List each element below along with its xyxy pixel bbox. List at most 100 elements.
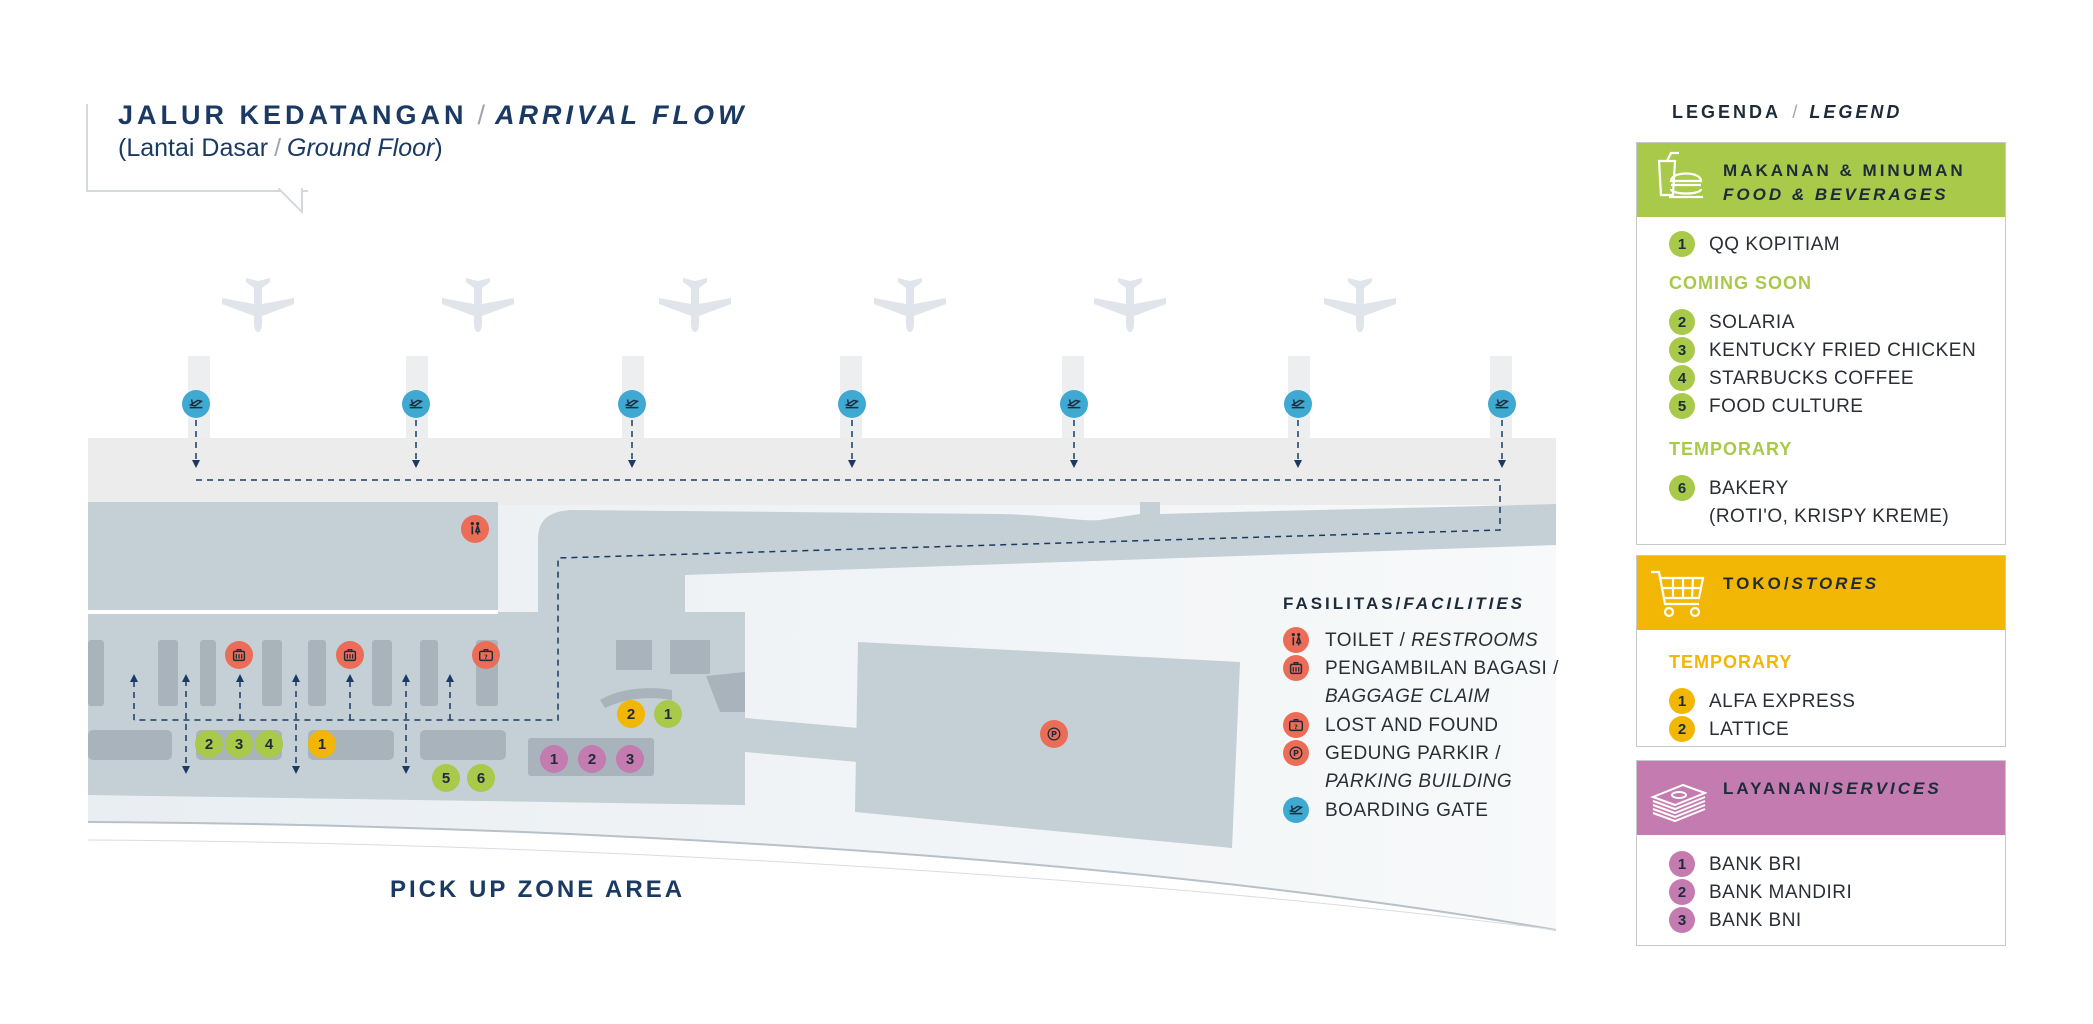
- terminal-west-block: [88, 502, 498, 612]
- legend-item[interactable]: 1 BANK BRI: [1669, 851, 1802, 879]
- food-number-badge: 1: [1669, 231, 1695, 257]
- legend-item-name: SOLARIA: [1709, 312, 1795, 333]
- pickup-zone-label: PICK UP ZONE AREA: [390, 876, 686, 903]
- arrival-flow-path: [133, 420, 1503, 768]
- legend-item-name: BANK BNI: [1709, 910, 1802, 931]
- airplanes: [222, 278, 1396, 332]
- restroom-icon: [1283, 627, 1309, 653]
- facility-item-parking: P GEDUNG PARKIR /PARKING BUILDING: [1283, 740, 1512, 796]
- food-marker[interactable]: 3: [225, 730, 253, 758]
- service-marker[interactable]: 1: [540, 745, 568, 773]
- pickup-road-line-inner: [87, 839, 1557, 931]
- legend-panel-stores: TOKO/STORES TEMPORARY 1 ALFA EXPRESS 2 L…: [1636, 555, 2006, 747]
- legend-food-title-english: FOOD & BEVERAGES: [1723, 185, 1949, 204]
- legend-food-title: MAKANAN & MINUMAN: [1723, 161, 1966, 180]
- airplane-icon: [874, 278, 946, 332]
- facility-item-lost-and-found: ? LOST AND FOUND: [1283, 712, 1498, 740]
- legend-panel-food: MAKANAN & MINUMAN FOOD & BEVERAGES 1 QQ …: [1636, 142, 2006, 545]
- legend-title-english: LEGEND: [1809, 102, 1903, 122]
- facility-label: PENGAMBILAN BAGASI /: [1325, 658, 1559, 679]
- legend-services-title: LAYANAN/SERVICES: [1723, 779, 1942, 798]
- svg-text:?: ?: [484, 654, 488, 661]
- legend-item[interactable]: 1 QQ KOPITIAM: [1669, 231, 1840, 259]
- temporary-label: TEMPORARY: [1669, 652, 1793, 672]
- temporary-label: TEMPORARY: [1669, 439, 1793, 459]
- store-number-badge: 2: [1669, 716, 1695, 742]
- facility-label-english: PARKING BUILDING: [1325, 771, 1513, 792]
- legend-item[interactable]: 2 LATTICE: [1669, 716, 1789, 744]
- food-number-badge: 5: [1669, 393, 1695, 419]
- parking-icon: P: [1040, 720, 1068, 748]
- title-english: ARRIVAL FLOW: [495, 100, 748, 130]
- legend-item-name: QQ KOPITIAM: [1709, 234, 1841, 255]
- legend-item-name: KENTUCKY FRIED CHICKEN: [1709, 340, 1977, 361]
- food-beverage-icon: [1657, 151, 1703, 199]
- facilities-title-indonesian: FASILITAS: [1283, 594, 1396, 613]
- legend-item-name: BAKERY: [1709, 478, 1789, 499]
- facility-label-english: BAGGAGE CLAIM: [1325, 686, 1490, 707]
- food-marker[interactable]: 1: [654, 700, 682, 728]
- title-indonesian: JALUR KEDATANGAN: [118, 100, 468, 130]
- service-number-badge: 3: [1669, 907, 1695, 933]
- facility-label: TOILET /: [1325, 630, 1412, 651]
- restroom-icon: [461, 515, 489, 543]
- page-title: JALUR KEDATANGAN / ARRIVAL FLOW: [118, 100, 748, 131]
- food-marker[interactable]: 2: [195, 730, 223, 758]
- legend-title: LEGENDA / LEGEND: [1672, 102, 1902, 123]
- service-marker[interactable]: 3: [616, 745, 644, 773]
- legend-item[interactable]: 2 BANK MANDIRI: [1669, 879, 1852, 907]
- facility-item-restroom: TOILET / RESTROOMS: [1283, 627, 1538, 655]
- airplane-icon: [442, 278, 514, 332]
- svg-text:P: P: [1051, 729, 1057, 739]
- legend-item[interactable]: 2 SOLARIA: [1669, 309, 1795, 337]
- legend-panel-services-header: LAYANAN/SERVICES: [1637, 761, 2005, 835]
- subtitle-english: Ground Floor: [287, 134, 435, 162]
- legend-item[interactable]: 6 BAKERY(ROTI'O, KRISPY KREME): [1669, 475, 1949, 531]
- shopping-cart-icon: [1651, 570, 1705, 618]
- food-marker[interactable]: 5: [432, 764, 460, 792]
- svg-text:P: P: [1293, 748, 1299, 758]
- legend-item[interactable]: 3 KENTUCKY FRIED CHICKEN: [1669, 337, 1976, 365]
- food-number-badge: 3: [1669, 337, 1695, 363]
- subtitle-indonesian: (Lantai Dasar: [118, 134, 269, 162]
- food-marker[interactable]: 4: [255, 730, 283, 758]
- legend-item-name: LATTICE: [1709, 719, 1790, 740]
- legend-title-indonesian: LEGENDA: [1672, 102, 1781, 122]
- airplane-icon: [1324, 278, 1396, 332]
- baggage-claim-icon: [225, 641, 253, 669]
- baggage-claim-icon: [336, 641, 364, 669]
- legend-item[interactable]: 5 FOOD CULTURE: [1669, 393, 1863, 421]
- hall-divider: [88, 610, 498, 614]
- legend-panel-food-header: MAKANAN & MINUMAN FOOD & BEVERAGES: [1637, 143, 2005, 217]
- service-marker[interactable]: 2: [578, 745, 606, 773]
- legend-item[interactable]: 4 STARBUCKS COFFEE: [1669, 365, 1914, 393]
- boarding-gate-icon: [618, 390, 646, 418]
- flow-arrowheads: [130, 460, 1506, 774]
- subtitle-close: ): [434, 134, 443, 162]
- boarding-gate-icon: [1060, 390, 1088, 418]
- lost-and-found-icon: ?: [472, 641, 500, 669]
- legend-item[interactable]: 1 ALFA EXPRESS: [1669, 688, 1855, 716]
- boarding-gate-icon: [838, 390, 866, 418]
- pickup-road-line: [87, 821, 1557, 931]
- store-number-badge: 1: [1669, 688, 1695, 714]
- food-marker[interactable]: 6: [467, 764, 495, 792]
- subtitle-separator: /: [274, 134, 282, 162]
- store-marker[interactable]: 2: [617, 700, 645, 728]
- baggage-claim-icon: [1283, 655, 1309, 681]
- legend-item[interactable]: 3 BANK BNI: [1669, 907, 1802, 935]
- legend-item-name: FOOD CULTURE: [1709, 396, 1864, 417]
- facility-label-english: RESTROOMS: [1411, 630, 1539, 651]
- page-subtitle: (Lantai Dasar/Ground Floor): [118, 134, 443, 163]
- boarding-gate-icon: [1284, 390, 1312, 418]
- legend-item-detail: (ROTI'O, KRISPY KREME): [1709, 506, 1950, 527]
- legend-item-name: BANK MANDIRI: [1709, 882, 1853, 903]
- parking-icon: P: [1283, 740, 1309, 766]
- title-frame-notch: [278, 188, 303, 214]
- airplane-icon: [659, 278, 731, 332]
- title-separator: /: [477, 100, 486, 130]
- store-marker[interactable]: 1: [308, 730, 336, 758]
- svg-text:?: ?: [1294, 724, 1298, 731]
- service-number-badge: 1: [1669, 851, 1695, 877]
- boarding-gate-icon: [402, 390, 430, 418]
